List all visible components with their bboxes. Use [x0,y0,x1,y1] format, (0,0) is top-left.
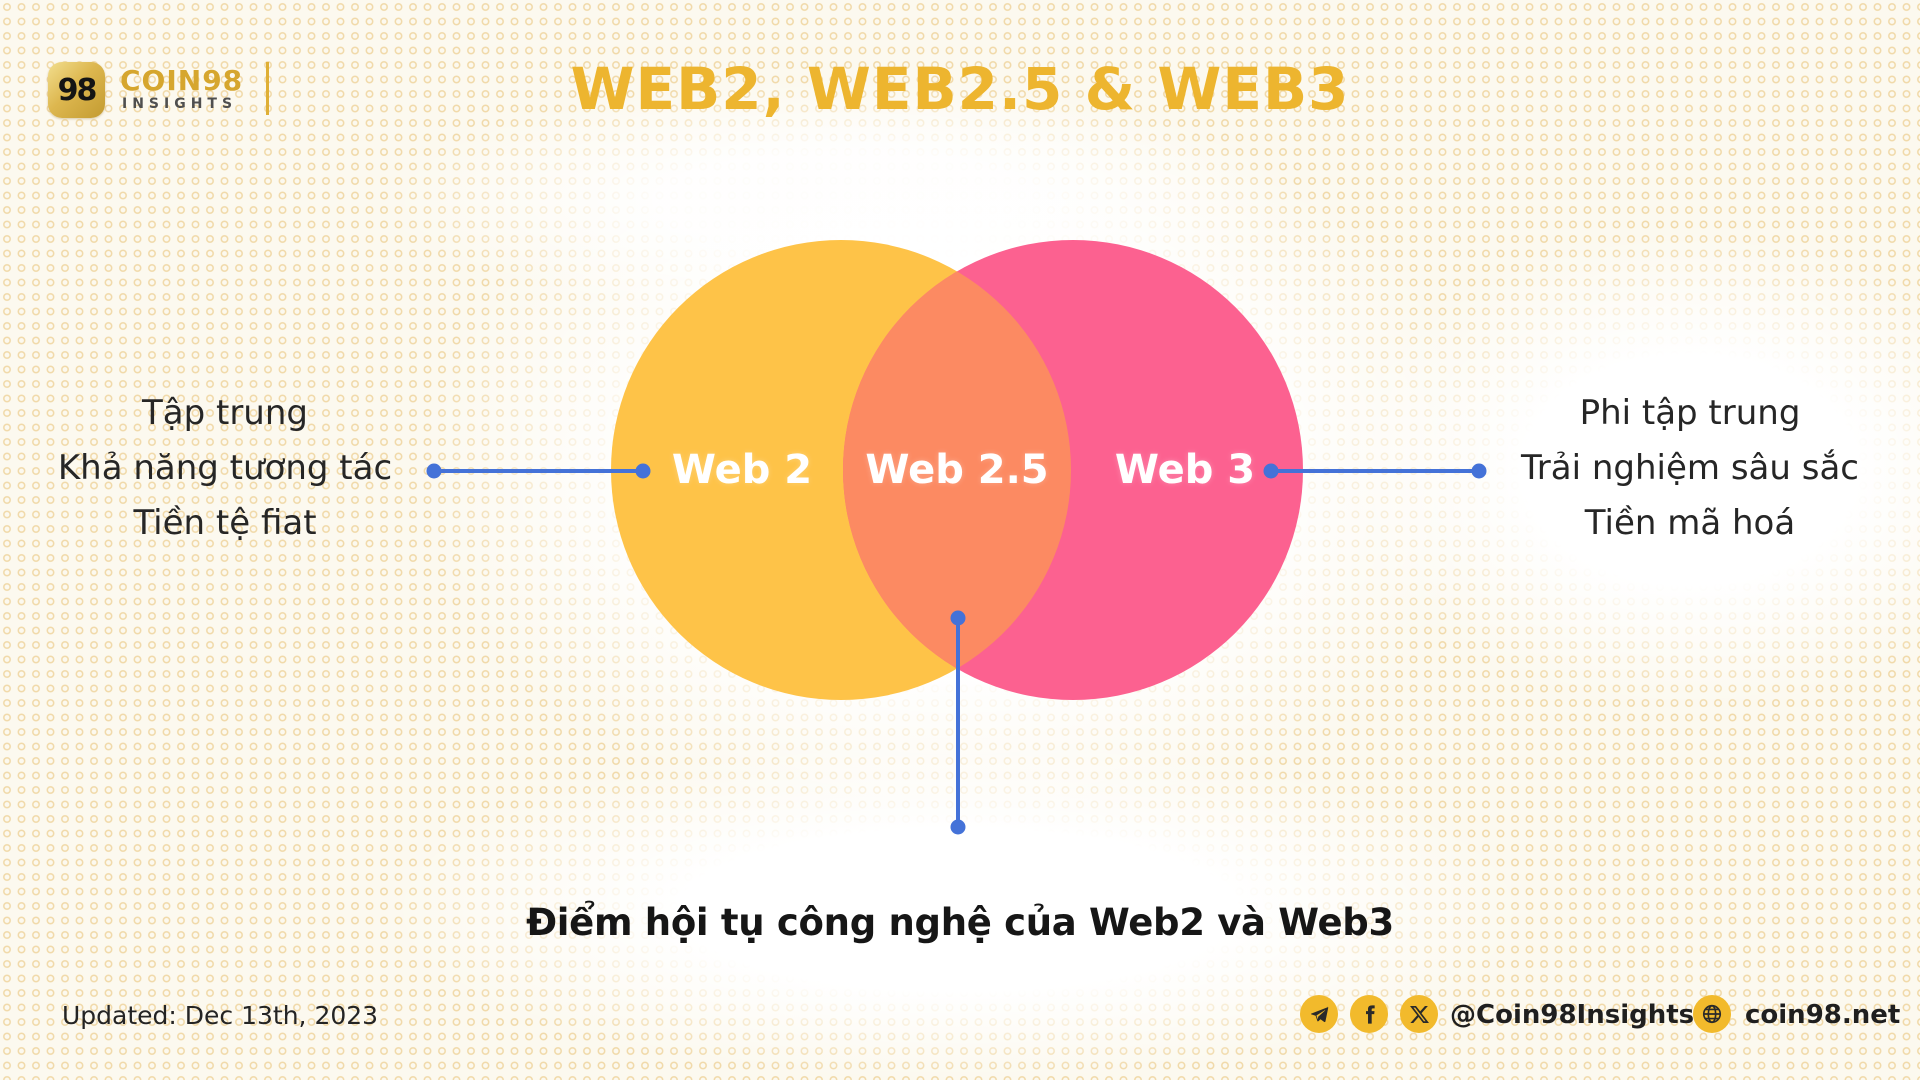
connector-bottom-end-dot [950,819,966,835]
connector-right-line [1271,469,1479,473]
logo-mark-98-icon: 98 [57,72,98,108]
attribute-line: Tập trung [142,393,308,433]
overlap-caption: Điểm hội tụ công nghệ của Web2 và Web3 [526,901,1394,944]
coin98-logo[interactable]: 98 [48,62,105,118]
venn-label-web2: Web 2 [671,447,813,493]
telegram-icon[interactable] [1300,995,1338,1033]
connector-right-outer-dot [1471,463,1487,479]
venn-label-web3: Web 3 [1114,447,1256,493]
header-divider [266,62,269,115]
connector-bottom-top-dot [950,610,966,626]
attribute-line: Trải nghiệm sâu sắc [1521,448,1859,488]
globe-icon[interactable] [1693,995,1731,1033]
brand-subtitle: INSIGHTS [122,96,238,112]
page-title: WEB2, WEB2.5 & WEB3 [570,55,1350,123]
attribute-line: Tiền mã hoá [1584,503,1796,543]
web25-overlap [843,240,1071,700]
connector-left-outer-dot [426,463,442,479]
facebook-icon[interactable] [1350,995,1388,1033]
connector-left-line [434,469,643,473]
social-handle[interactable]: @Coin98Insights [1450,1000,1695,1030]
brand-name: COIN98 [120,64,244,97]
connector-left-inner-dot [635,463,651,479]
updated-date: Updated: Dec 13th, 2023 [62,1001,379,1030]
attribute-line: Tiền tệ fiat [133,503,317,543]
web3-attributes: Phi tập trung Trải nghiệm sâu sắc Tiền m… [1498,386,1882,551]
venn-label-web25: Web 2.5 [865,447,1049,493]
x-icon[interactable] [1400,995,1438,1033]
connector-bottom-line [956,618,960,827]
attribute-line: Phi tập trung [1579,393,1801,433]
web2-attributes: Tập trung Khả năng tương tác Tiền tệ fia… [20,386,430,551]
connector-right-inner-dot [1263,463,1279,479]
website-link[interactable]: coin98.net [1745,1000,1901,1030]
attribute-line: Khả năng tương tác [57,448,393,488]
